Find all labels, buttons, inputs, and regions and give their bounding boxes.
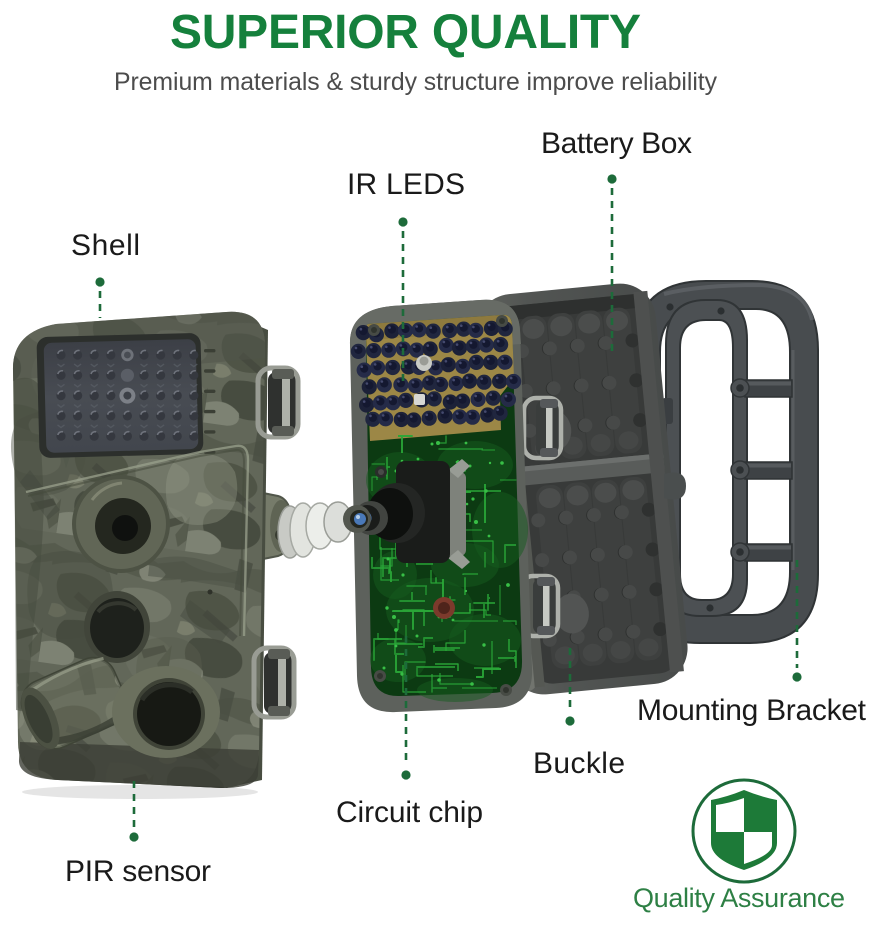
- svg-text:IR LEDS: IR LEDS: [347, 168, 465, 201]
- svg-text:Premium materials & sturdy str: Premium materials & sturdy structure imp…: [114, 69, 718, 96]
- svg-text:Battery Box: Battery Box: [541, 127, 692, 160]
- svg-text:Buckle: Buckle: [533, 747, 625, 780]
- svg-text:Mounting Bracket: Mounting Bracket: [637, 694, 867, 727]
- svg-text:Quality Assurance: Quality Assurance: [633, 883, 845, 913]
- svg-text:Shell: Shell: [71, 229, 140, 262]
- svg-text:PIR sensor: PIR sensor: [65, 855, 211, 888]
- svg-text:Circuit chip: Circuit chip: [336, 796, 483, 829]
- svg-text:SUPERIOR QUALITY: SUPERIOR QUALITY: [170, 6, 641, 59]
